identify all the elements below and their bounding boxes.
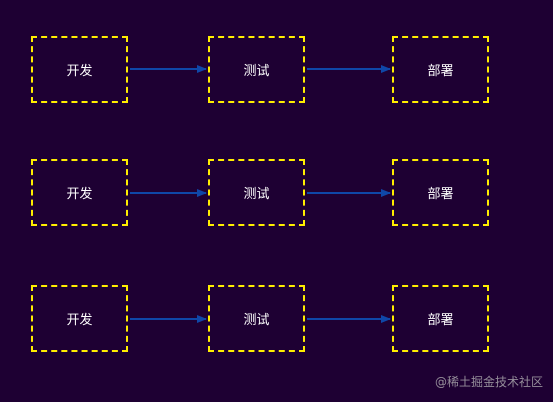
- stage-label: 测试: [243, 187, 270, 202]
- stage-box-develop: 开发: [31, 36, 128, 103]
- stage-label: 部署: [427, 313, 454, 328]
- stage-box-develop: 开发: [31, 285, 128, 352]
- stage-label: 部署: [427, 64, 454, 79]
- stage-label: 部署: [427, 187, 454, 202]
- stage-box-deploy: 部署: [392, 36, 489, 103]
- stage-label: 测试: [243, 64, 270, 79]
- stage-label: 测试: [243, 313, 270, 328]
- stage-box-test: 测试: [208, 36, 305, 103]
- watermark: @稀土掘金技术社区: [434, 375, 543, 389]
- stage-label: 开发: [66, 313, 93, 328]
- stage-box-test: 测试: [208, 159, 305, 226]
- stage-box-deploy: 部署: [392, 285, 489, 352]
- stage-box-develop: 开发: [31, 159, 128, 226]
- stage-label: 开发: [66, 64, 93, 79]
- stage-label: 开发: [66, 187, 93, 202]
- stage-box-deploy: 部署: [392, 159, 489, 226]
- stage-box-test: 测试: [208, 285, 305, 352]
